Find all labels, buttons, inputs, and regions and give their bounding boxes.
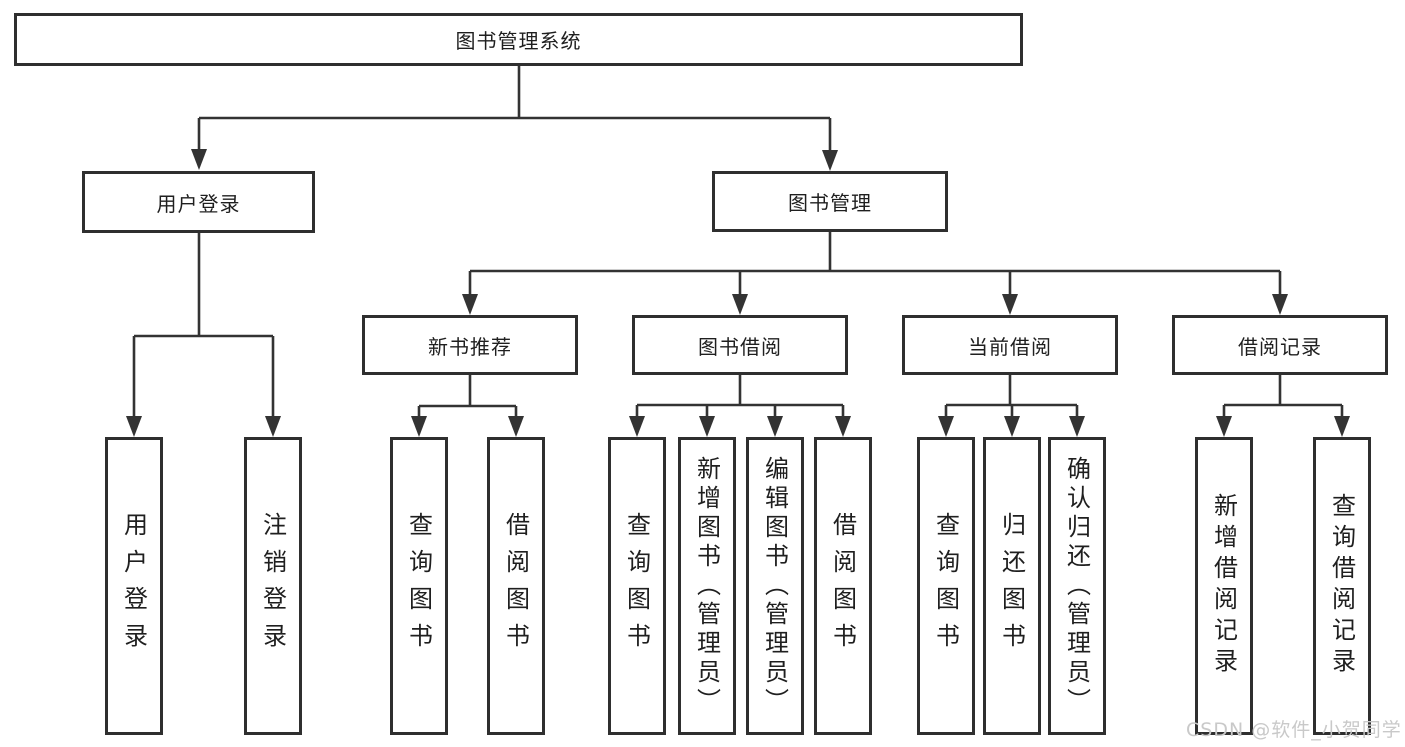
- leaf-query-books-borrowing-label: 查询图书: [622, 512, 651, 660]
- leaf-query-books-current-label: 查询图书: [931, 512, 960, 660]
- leaf-user-login-label: 用户登录: [119, 512, 148, 660]
- arrowhead-new-book-recommend: [462, 294, 478, 315]
- arrowhead-book-management: [822, 150, 838, 171]
- arrowhead-current-borrowing: [1002, 294, 1018, 315]
- arrowhead-book-borrowing: [732, 294, 748, 315]
- leaf-return-books: 归还图书: [983, 437, 1041, 735]
- arrowhead-query-borrow-record: [1334, 416, 1350, 437]
- node-new-book-recommend-label: 新书推荐: [428, 334, 512, 359]
- node-book-borrowing-label: 图书借阅: [698, 334, 782, 359]
- leaf-query-books-current: 查询图书: [917, 437, 975, 735]
- arrowhead-borrow-books-1: [508, 416, 524, 437]
- arrowhead-edit-books: [767, 416, 783, 437]
- leaf-query-borrow-record: 查询借阅记录: [1313, 437, 1371, 735]
- node-book-borrowing: 图书借阅: [632, 315, 848, 375]
- leaf-logout-login-label: 注销登录: [258, 512, 287, 660]
- leaf-query-books-recommend: 查询图书: [390, 437, 448, 735]
- arrowhead-borrow-books-2: [835, 416, 851, 437]
- watermark: CSDN @软件_小贺同学: [1186, 719, 1402, 741]
- node-new-book-recommend: 新书推荐: [362, 315, 578, 375]
- node-borrowing-records-label: 借阅记录: [1238, 334, 1322, 359]
- leaf-borrow-books-recommend-label: 借阅图书: [501, 512, 530, 660]
- leaf-confirm-return-admin: 确认归还（管理员）: [1048, 437, 1106, 735]
- leaf-query-borrow-record-label: 查询借阅记录: [1327, 493, 1356, 679]
- arrowhead-query-books-2: [629, 416, 645, 437]
- leaf-edit-books-admin-label: 编辑图书（管理员）: [760, 455, 789, 717]
- leaf-borrow-books-borrowing: 借阅图书: [814, 437, 872, 735]
- leaf-edit-books-admin: 编辑图书（管理员）: [746, 437, 804, 735]
- node-user-login-label: 用户登录: [156, 191, 241, 216]
- leaf-borrow-books-borrowing-label: 借阅图书: [828, 512, 857, 660]
- leaf-add-borrow-record: 新增借阅记录: [1195, 437, 1253, 735]
- arrowhead-leaf-user-login: [126, 416, 142, 437]
- node-current-borrowing-label: 当前借阅: [968, 334, 1052, 359]
- arrowhead-user-login: [191, 149, 207, 170]
- leaf-return-books-label: 归还图书: [997, 512, 1026, 660]
- leaf-add-borrow-record-label: 新增借阅记录: [1209, 493, 1238, 679]
- leaf-add-books-admin-label: 新增图书（管理员）: [692, 455, 721, 717]
- arrowhead-add-books: [699, 416, 715, 437]
- leaf-add-books-admin: 新增图书（管理员）: [678, 437, 736, 735]
- node-borrowing-records: 借阅记录: [1172, 315, 1388, 375]
- arrowhead-add-borrow-record: [1216, 416, 1232, 437]
- arrowhead-return-books: [1004, 416, 1020, 437]
- node-user-login: 用户登录: [82, 171, 315, 233]
- leaf-query-books-recommend-label: 查询图书: [404, 512, 433, 660]
- leaf-logout-login: 注销登录: [244, 437, 302, 735]
- leaf-borrow-books-recommend: 借阅图书: [487, 437, 545, 735]
- leaf-confirm-return-admin-label: 确认归还（管理员）: [1062, 455, 1091, 717]
- arrowhead-confirm-return: [1069, 416, 1085, 437]
- arrowhead-query-books-3: [938, 416, 954, 437]
- leaf-query-books-borrowing: 查询图书: [608, 437, 666, 735]
- node-book-management: 图书管理: [712, 171, 948, 232]
- arrowhead-query-books-1: [411, 416, 427, 437]
- arrowhead-borrowing-records: [1272, 294, 1288, 315]
- node-current-borrowing: 当前借阅: [902, 315, 1118, 375]
- node-root: 图书管理系统: [14, 13, 1023, 66]
- node-book-management-label: 图书管理: [788, 191, 872, 215]
- arrowhead-leaf-logout: [265, 416, 281, 437]
- node-root-label: 图书管理系统: [455, 29, 582, 53]
- leaf-user-login: 用户登录: [105, 437, 163, 735]
